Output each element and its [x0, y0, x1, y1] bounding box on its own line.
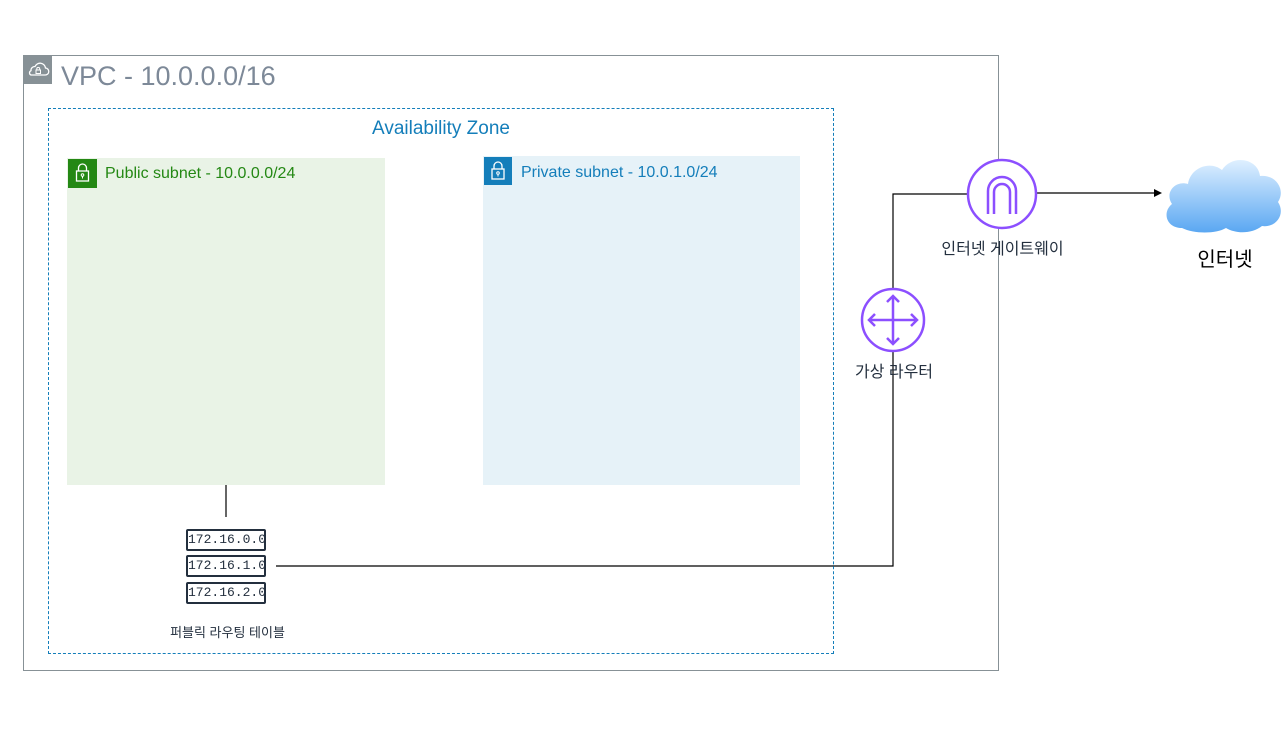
route-table-label: 퍼블릭 라우팅 테이블 [170, 625, 285, 640]
arrowhead [1154, 189, 1162, 197]
availability-zone-group[interactable] [48, 108, 834, 654]
availability-zone-label: Availability Zone [371, 118, 510, 139]
internet-label: 인터넷 [1197, 249, 1253, 271]
cloud-lock-icon [24, 56, 52, 84]
private-subnet-group[interactable] [483, 156, 800, 485]
routetable-to-gateway-line [276, 193, 967, 567]
vpc-group[interactable] [23, 55, 999, 671]
lock-icon [68, 159, 97, 188]
router-icon[interactable] [860, 287, 926, 353]
cloud-icon[interactable] [1160, 150, 1287, 235]
public-subnet-group[interactable] [67, 158, 385, 485]
route-table-row: 172.16.1.0 [186, 555, 266, 577]
public-subnet-label: Public subnet - 10.0.0.0/24 [105, 165, 296, 182]
virtual-router-label: 가상 라우터 [854, 364, 934, 381]
route-table-row: 172.16.2.0 [186, 582, 266, 604]
vpc-label: VPC - 10.0.0.0/16 [61, 61, 276, 91]
internet-gateway-icon[interactable] [966, 158, 1038, 230]
private-subnet-label: Private subnet - 10.0.1.0/24 [521, 164, 718, 181]
lock-icon [484, 157, 512, 185]
route-table-row: 172.16.0.0 [186, 529, 266, 551]
internet-gateway-label: 인터넷 게이트웨이 [941, 241, 1064, 258]
